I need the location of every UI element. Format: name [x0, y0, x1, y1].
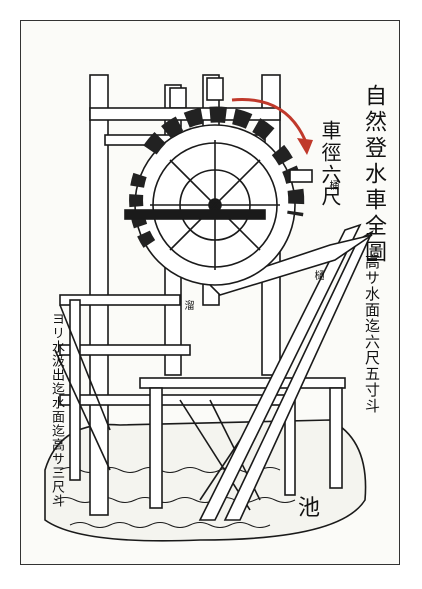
rotation-arrow [231, 98, 313, 155]
diameter-note: 車徑六尺 [318, 120, 342, 208]
pond-label: 池 [298, 496, 321, 521]
axle [124, 209, 266, 220]
inclined-trough [198, 223, 362, 521]
title: 自然登水車全圖 [361, 84, 386, 266]
height-note: 高サ水面迄六尺五寸斗 [363, 254, 381, 414]
small-label-2: 溜 [182, 300, 193, 310]
water-wheel [124, 106, 305, 286]
small-label-3: 樋 [312, 270, 323, 280]
small-label-1: 桶 [327, 180, 338, 190]
flow-note: ヨリ水汲出迄水面迄高サ三尺斗 [49, 312, 64, 508]
